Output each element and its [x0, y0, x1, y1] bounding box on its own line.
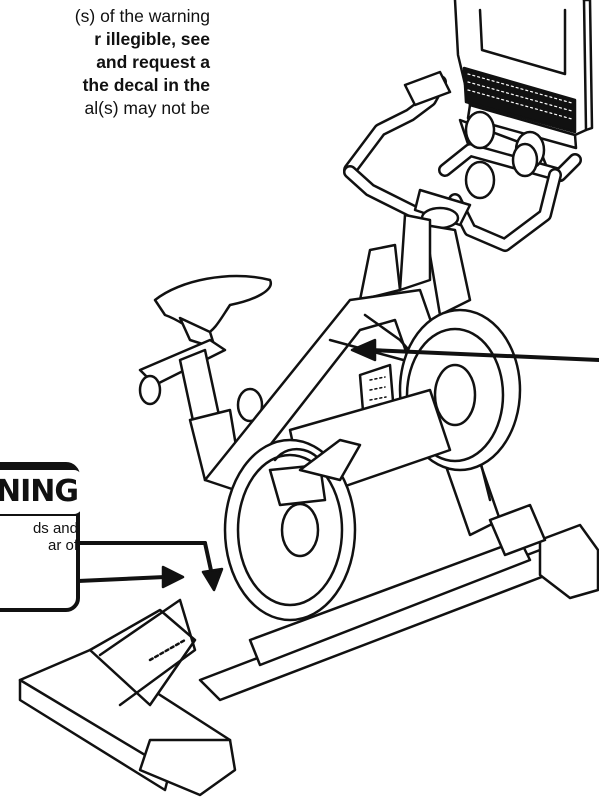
warning-decal-title: NING: [0, 470, 82, 514]
leader-arrow-right: [350, 338, 599, 362]
leader-arrow-left: [76, 541, 224, 592]
base-stabilizers: [18, 503, 599, 797]
intro-line-2: r illegible, see: [94, 29, 210, 49]
warning-decal-header: NING: [0, 466, 82, 516]
intro-line-5: al(s) may not be: [84, 98, 210, 118]
console-screen: [453, 0, 594, 150]
warning-decal-line-1: ds and: [32, 520, 78, 537]
intro-line-1: (s) of the warning: [74, 6, 210, 26]
intro-line-3: and request a: [96, 52, 210, 72]
handlebar-post: [358, 213, 472, 317]
warning-decal-line-2: ar of: [47, 537, 78, 554]
handlebar: [343, 70, 582, 252]
warning-decal-text: ds and ar of: [0, 520, 78, 554]
warning-decal: NING ds and ar of: [0, 462, 82, 612]
seat: [138, 274, 272, 482]
crank-assembly: [223, 438, 362, 622]
intro-line-4: the decal in the: [82, 75, 210, 95]
intro-paragraph: (s) of the warning r illegible, see and …: [0, 5, 210, 120]
